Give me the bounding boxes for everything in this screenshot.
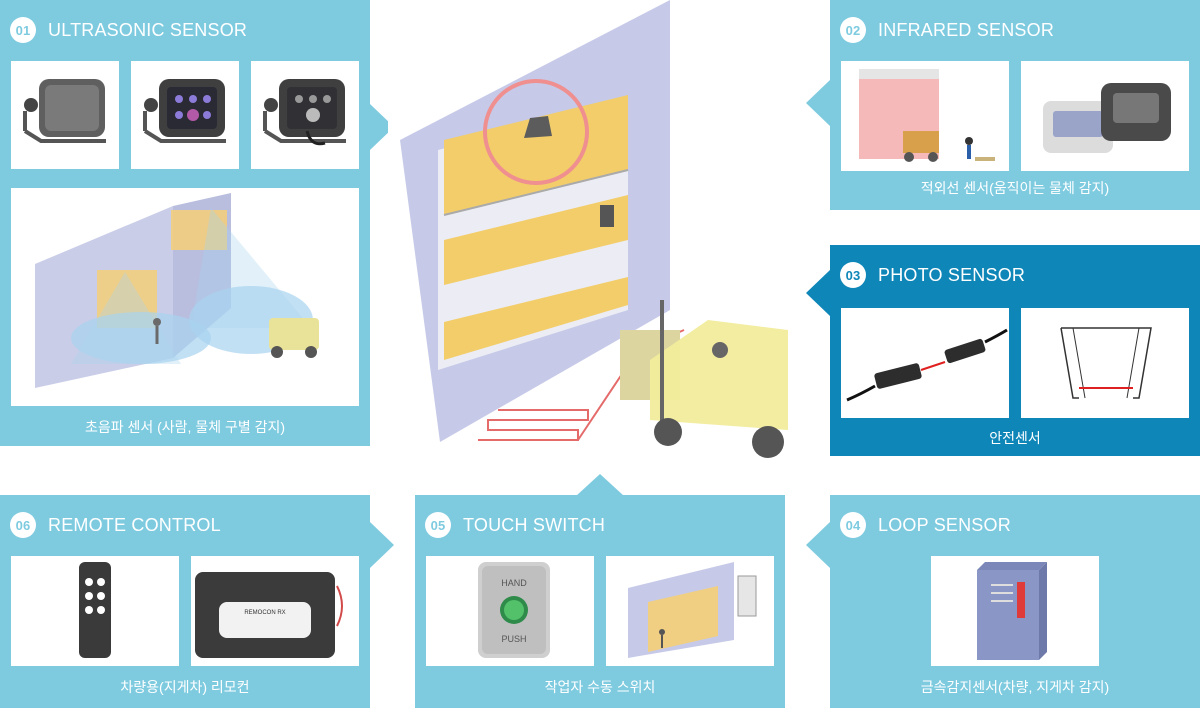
infrared-number: 02 [840,17,866,43]
loop-number: 04 [840,512,866,538]
touch-hand-label: HAND [501,578,527,588]
touch-image-1: HAND PUSH [426,556,594,666]
ultrasonic-image-1 [11,61,119,169]
ultrasonic-panel[interactable]: 01 ULTRASONIC SENSOR [0,0,370,446]
infrared-title-text: INFRARED SENSOR [878,19,1055,40]
photo-image-2 [1021,308,1189,418]
ultrasonic-image-3 [251,61,359,169]
touch-title-text: TOUCH SWITCH [463,514,606,535]
remote-number: 06 [10,512,36,538]
loop-title-text: LOOP SENSOR [878,514,1011,535]
touch-title: 05 TOUCH SWITCH [425,512,605,538]
touch-number: 05 [425,512,451,538]
infrared-caption: 적외선 센서(움직이는 물체 감지) [920,180,1110,196]
loop-panel[interactable]: 04 LOOP SENSOR 금속감지센서(차량, 지게차 감지) [830,495,1200,708]
remote-title-text: REMOTE CONTROL [48,514,221,535]
touch-push-label: PUSH [501,634,526,644]
photo-title: 03 PHOTO SENSOR [840,262,1025,288]
remote-image-1 [11,556,179,666]
photo-panel[interactable]: 03 PHOTO SENSOR 안전센서 [830,245,1200,456]
ultrasonic-caption: 초음파 센서 (사람, 물체 구별 감지) [84,419,286,435]
touch-image-2 [606,556,774,666]
infrared-panel[interactable]: 02 INFRARED SENSOR 적외선 센서(움직이는 물체 감지) [830,0,1200,210]
ultrasonic-title-text: ULTRASONIC SENSOR [48,19,248,40]
loop-caption: 금속감지센서(차량, 지게차 감지) [920,679,1110,695]
door-illustration [388,0,812,478]
loop-image [931,556,1099,666]
remote-panel[interactable]: 06 REMOTE CONTROL REMOCON RX 차량용(지게차) 리모… [0,495,370,708]
photo-title-text: PHOTO SENSOR [878,264,1026,285]
infrared-pointer [806,80,830,126]
remote-image-2: REMOCON RX [191,556,359,666]
ultrasonic-diagram [11,188,359,406]
infrared-image-2 [1021,61,1189,171]
photo-pointer [806,270,830,316]
touch-pointer [576,474,624,496]
ultrasonic-image-2 [131,61,239,169]
remote-title: 06 REMOTE CONTROL [10,512,221,538]
touch-caption: 작업자 수동 스위치 [544,679,656,695]
touch-panel[interactable]: 05 TOUCH SWITCH HAND PUSH 작업자 수동 스위치 [415,495,785,708]
infrared-title: 02 INFRARED SENSOR [840,17,1054,43]
infrared-image-1 [841,61,1009,171]
photo-image-1 [841,308,1009,418]
remote-caption: 차량용(지게차) 리모컨 [120,679,250,695]
remote-receiver-label: REMOCON RX [244,610,285,616]
ultrasonic-title: 01 ULTRASONIC SENSOR [10,17,247,43]
photo-caption: 안전센서 [989,430,1041,446]
remote-pointer [370,522,394,568]
loop-title: 04 LOOP SENSOR [840,512,1011,538]
loop-pointer [806,522,830,568]
photo-number: 03 [840,262,866,288]
ultrasonic-number: 01 [10,17,36,43]
